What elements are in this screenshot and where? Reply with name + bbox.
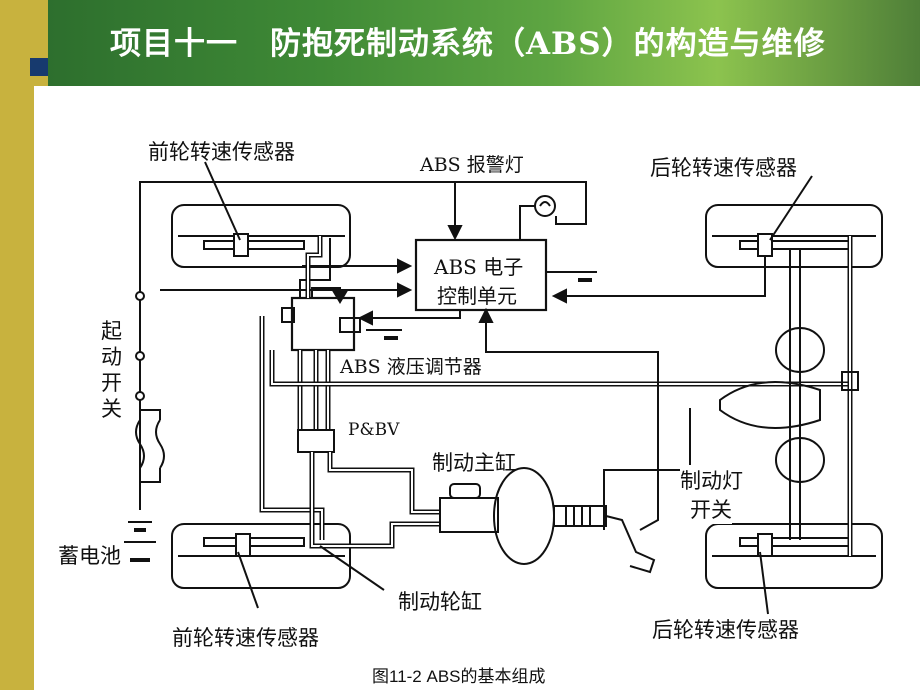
abs-modulator [290,296,356,352]
pbv-valve [297,429,335,453]
label-rear-sensor-bottom: 后轮转速传感器 [652,618,799,642]
label-abs-hydraulic-modulator: ABS 液压调节器 [340,352,482,379]
label-front-sensor-top: 前轮转速传感器 [148,140,295,164]
label-abs-ecu-line1: ABS 电子 [434,255,524,279]
abs-ecu-box [414,238,548,312]
label-master-cylinder: 制动主缸 [432,451,516,475]
label-wheel-cylinder: 制动轮缸 [398,590,482,614]
label-front-sensor-bottom: 前轮转速传感器 [172,626,319,650]
label-battery: 蓄电池 [58,544,121,568]
label-abs-ecu-line2: 控制单元 [437,284,517,308]
label-rear-sensor-top: 后轮转速传感器 [650,156,797,180]
label-brake-light-switch-line1: 制动灯 [680,465,743,495]
front-right-wheel [171,523,351,589]
front-left-wheel [171,204,351,268]
label-brake-light-switch-line2: 开关 [690,494,732,524]
brake-booster [493,467,555,565]
header-accent-square [30,58,48,76]
left-accent-stripe [0,86,34,690]
figure-caption: 图11-2 ABS的基本组成 [372,667,546,686]
abs-warning-lamp-icon [534,195,556,217]
label-pbv: P&BV [348,420,400,440]
rear-right-wheel [705,523,883,589]
abs-diagram [124,161,883,615]
label-ignition-switch: 起动开关 [101,319,122,421]
header-bar [0,0,920,86]
label-abs-warning-lamp: ABS 报警灯 [420,154,524,176]
rear-differential [775,327,825,373]
master-cylinder [439,497,499,533]
slide-title: 项目十一 防抱死制动系统（ABS）的构造与维修 [110,26,826,62]
